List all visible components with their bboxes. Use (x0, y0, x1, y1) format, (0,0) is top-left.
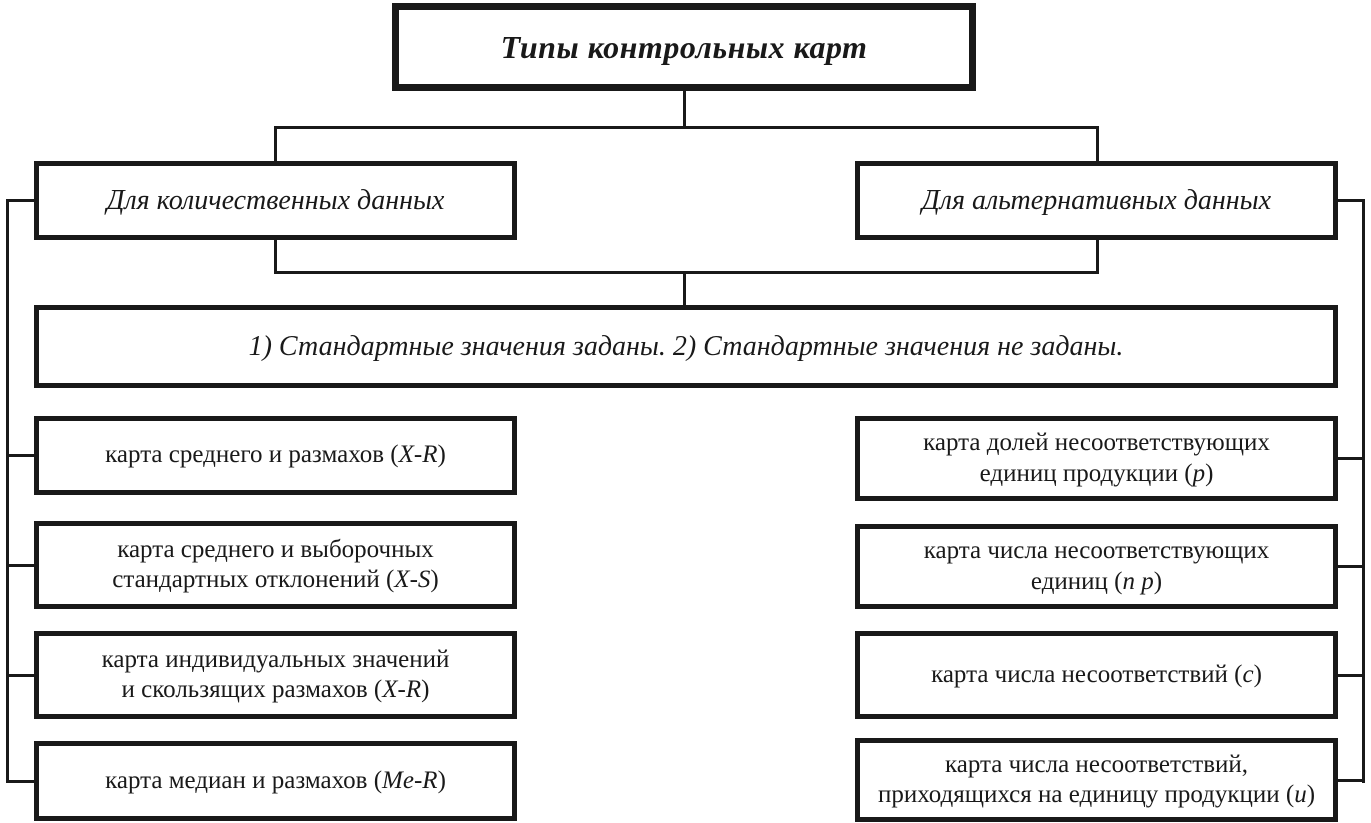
card-p-chart: карта долей несоответствующих единиц про… (855, 416, 1338, 501)
chart-symbol: X-R (382, 676, 422, 703)
connector-right-stub-2 (1336, 565, 1365, 568)
card-u-chart: карта числа несоответствий, приходящихся… (855, 738, 1338, 822)
card-mean-range: карта среднего и размахов (X-R) (34, 416, 517, 495)
card-c-chart: карта числа несоответствий (c) (855, 631, 1338, 719)
branch-attribute-label: Для альтернативных данных (921, 184, 1272, 216)
card-text-line2: единиц (n p) (1030, 567, 1163, 595)
chart-symbol: p (1192, 459, 1206, 487)
standard-values-note-box: 1) Стандартные значения заданы. 2) Станд… (34, 305, 1338, 388)
connector-right-rail (1362, 199, 1365, 783)
connector-left-branch-down (274, 238, 277, 274)
chart-symbol: n p (1122, 567, 1154, 595)
connector-right-stub-3 (1336, 674, 1365, 677)
connector-left-stub-branch (6, 199, 36, 202)
connector-left-stub-3 (6, 674, 36, 677)
connector-left-stub-4 (6, 780, 36, 783)
card-np-chart: карта числа несоответствующих единиц (n … (855, 524, 1338, 609)
card-text-line1: карта числа несоответствующих (923, 537, 1270, 564)
card-text-line1: карта числа несоответствий, (944, 750, 1249, 778)
chart-symbol: c (1242, 660, 1254, 688)
card-text: карта среднего и размахов (X-R) (105, 441, 446, 469)
card-text: карта числа несоответствий (c) (931, 660, 1262, 688)
connector-left-rail (6, 199, 9, 783)
card-text: карта медиан и размахов (Me-R) (105, 766, 446, 794)
connector-right-stub-1 (1336, 457, 1365, 460)
chart-symbol: u (1294, 781, 1307, 808)
card-individuals-moving-range: карта индивидуальных значений и скользящ… (34, 631, 517, 719)
connector-note-bus (274, 271, 1099, 274)
card-text-line1: карта индивидуальных значений (101, 645, 450, 673)
connector-right-branch-down (1096, 238, 1099, 274)
card-text-line2: приходящихся на единицу продукции (u) (877, 781, 1316, 808)
connector-branch-left-drop (274, 126, 277, 163)
branch-quantitative-box: Для количественных данных (34, 161, 517, 240)
standard-values-note: 1) Стандартные значения заданы. 2) Станд… (248, 330, 1124, 362)
connector-right-stub-branch (1336, 199, 1365, 202)
card-text-line2: единиц продукции (p) (979, 459, 1214, 487)
connector-left-stub-2 (6, 564, 36, 567)
connector-branch-right-drop (1096, 126, 1099, 163)
connector-left-stub-1 (6, 454, 36, 457)
connector-branch-bus (274, 126, 1099, 129)
chart-symbol: X-R (398, 441, 438, 469)
connector-note-drop (683, 271, 686, 307)
card-median-range: карта медиан и размахов (Me-R) (34, 741, 517, 821)
card-text-line1: карта среднего и выборочных (117, 535, 434, 563)
chart-symbol: X-S (394, 566, 431, 593)
card-text-line2: и скользящих размахов (X-R) (121, 676, 430, 703)
branch-attribute-box: Для альтернативных данных (855, 161, 1338, 240)
diagram-title: Типы контрольных карт (500, 28, 868, 65)
card-text-line2: стандартных отклонений (X-S) (112, 566, 439, 593)
chart-symbol: Me-R (382, 766, 438, 794)
card-mean-stddev: карта среднего и выборочных стандартных … (34, 521, 517, 609)
title-box: Типы контрольных карт (392, 3, 976, 91)
card-text-line1: карта долей несоответствующих (923, 429, 1270, 456)
connector-right-stub-4 (1336, 779, 1365, 782)
branch-quantitative-label: Для количественных данных (106, 184, 445, 216)
connector-title-drop (683, 89, 686, 128)
